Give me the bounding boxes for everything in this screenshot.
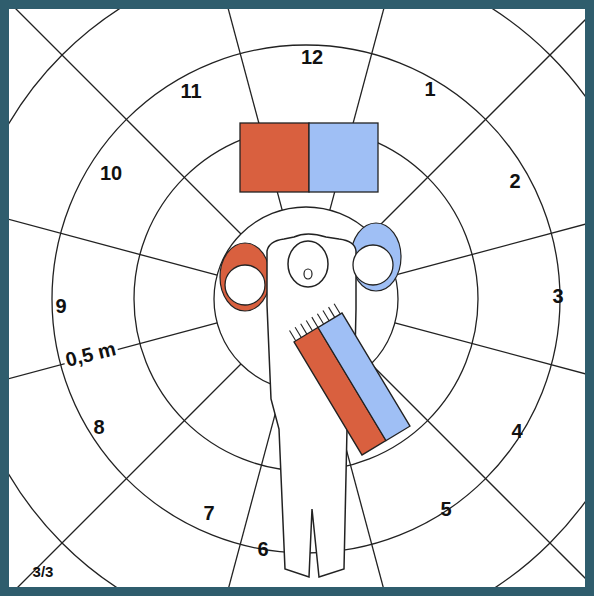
- clock-number: 2: [509, 171, 520, 191]
- sector-line: [9, 9, 241, 234]
- clock-number: 1: [424, 79, 435, 99]
- clock-number: 7: [203, 503, 214, 523]
- fringe-stroke: [334, 304, 340, 314]
- clock-number: 6: [257, 539, 268, 559]
- clock-number: 12: [301, 47, 323, 67]
- fringe-stroke: [290, 331, 296, 341]
- sector-line: [371, 9, 585, 234]
- clock-number: 10: [100, 163, 122, 183]
- clock-number: 3: [552, 286, 563, 306]
- sector-line: [395, 164, 585, 275]
- fringe-stroke: [295, 327, 301, 337]
- fringe-stroke: [301, 324, 307, 334]
- distance-ring: [9, 9, 585, 587]
- clock-number: 5: [440, 499, 451, 519]
- fringe-stroke: [317, 314, 323, 324]
- fringe-stroke: [323, 310, 329, 320]
- clock-number: 9: [55, 296, 66, 316]
- sector-line: [9, 364, 241, 587]
- clock-number: 11: [180, 81, 201, 101]
- sector-line: [371, 364, 585, 587]
- fringe-stroke: [306, 320, 312, 330]
- diagram-panel: 1212345678910110,5 m3/3: [9, 9, 585, 587]
- distance-label: 0,5 m: [62, 338, 120, 371]
- clock-number: 8: [93, 417, 104, 437]
- clock-number: 4: [511, 421, 522, 441]
- fringe-stroke: [329, 307, 335, 317]
- page-number: 3/3: [33, 564, 54, 579]
- sector-line: [9, 323, 217, 434]
- fringe-stroke: [312, 317, 318, 327]
- clock-illustration: [9, 9, 585, 587]
